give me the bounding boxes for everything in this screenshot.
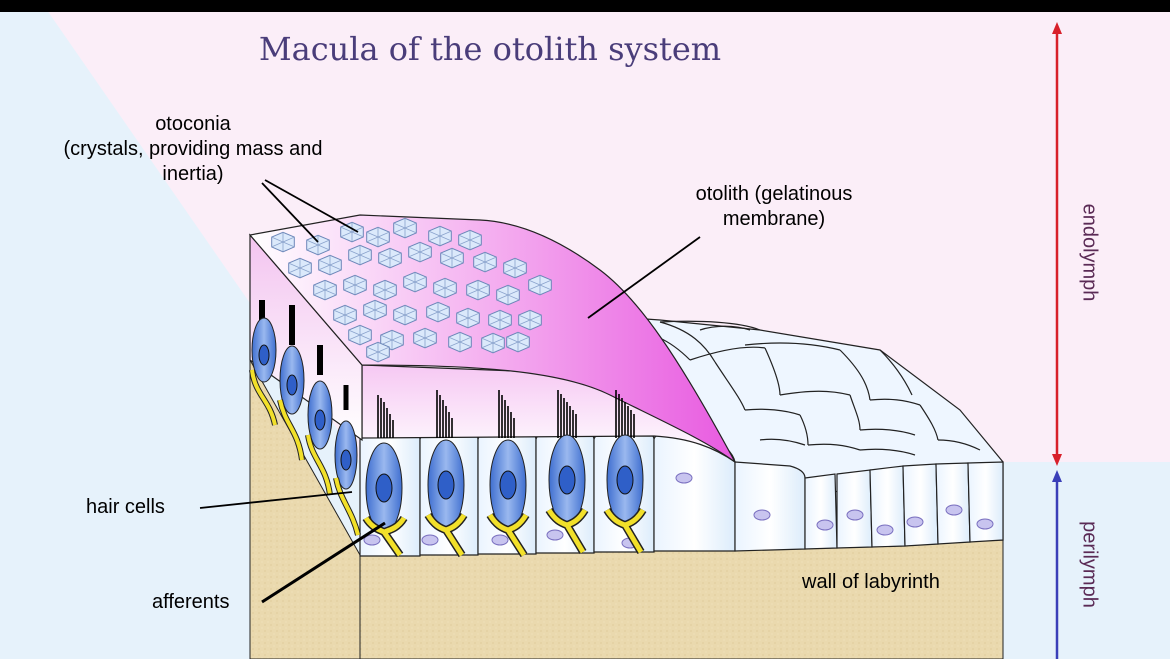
otoconia-facet [456, 312, 480, 324]
endolymph-label: endolymph [1078, 203, 1101, 302]
otoconia-label-line: (crystals, providing mass and [63, 138, 323, 160]
front-hair-cell [603, 390, 647, 555]
cell-nuclei [363, 472, 994, 549]
side-hair-cell [277, 305, 305, 461]
otoconia-facet [373, 284, 397, 296]
otoconia-facet [473, 256, 497, 268]
side-hair-cells [249, 300, 361, 536]
otoconia-facet [488, 314, 512, 326]
otoconia-facet [393, 222, 417, 234]
front-hair-cell [424, 390, 468, 558]
otoconia-facet [528, 279, 552, 291]
otoconia-facet [271, 236, 295, 248]
diagram-title: Macula of the otolith system [258, 30, 722, 68]
otoconia-facet [348, 249, 372, 261]
otoconia-facet [378, 252, 402, 264]
otoconia-facet [343, 279, 367, 291]
otoconia-facet [506, 336, 530, 348]
afferents-label: afferents [152, 591, 230, 613]
side-hair-cell [305, 345, 333, 496]
perilymph-arrow [1052, 470, 1062, 659]
otoconia-facet [318, 259, 342, 271]
front-hair-cell [545, 390, 589, 555]
otoconia-facet [413, 332, 437, 344]
top-cell-pattern [619, 320, 981, 456]
front-hair-cell [486, 390, 530, 558]
side-hair-cell [333, 385, 361, 536]
side-hair-cell [249, 300, 278, 426]
otoconia-label-line: inertia) [162, 163, 224, 185]
otoconia-facet [481, 337, 505, 349]
perilymph-label: perilymph [1078, 521, 1101, 608]
otoconia-facet [466, 284, 490, 296]
wall-of-labyrinth-label: wall of labyrinth [802, 571, 940, 593]
otolith-label: otolith (gelatinous membrane) [664, 182, 884, 232]
otoconia-facet [366, 231, 390, 243]
hair-cells-pointer [199, 491, 353, 509]
otoconia-facet [448, 336, 472, 348]
endolymph-arrow [1052, 22, 1062, 466]
otoconia-facet [380, 334, 404, 346]
otoconia-facet [313, 284, 337, 296]
otoconia-facet [403, 276, 427, 288]
otoconia-facet [496, 289, 520, 301]
otoconia-facet [428, 230, 452, 242]
otoconia-facet [333, 309, 357, 321]
otoconia-facet [348, 329, 372, 341]
wall-of-labyrinth-block [359, 539, 1004, 659]
otoconia-label-line: otoconia [155, 113, 231, 135]
leader-lines [199, 179, 701, 604]
afferents-pointer [261, 521, 386, 604]
front-hair-cell [362, 395, 408, 558]
otolith-pointer [587, 236, 701, 319]
otolith-label-line: otolith (gelatinous [695, 183, 853, 205]
otoconia-pointer-1 [261, 182, 319, 243]
otoconia-label: otoconia (crystals, providing mass and i… [20, 112, 366, 187]
hair-cells-label: hair cells [86, 496, 165, 518]
otoconia-facet [363, 304, 387, 316]
otoconia-facet [518, 314, 542, 326]
otoconia-facet [458, 234, 482, 246]
otoconia-facet [288, 262, 312, 274]
otoconia-facet [440, 252, 464, 264]
otoconia-facet [426, 306, 450, 318]
front-hair-cells [362, 390, 647, 558]
otoconia-facet [366, 346, 390, 358]
otoconia-pointer-2 [264, 179, 359, 233]
tissue-left-side [249, 358, 361, 659]
otoconia-facet [340, 226, 364, 238]
otoconia-crystals [271, 217, 552, 363]
top-bar [0, 0, 1170, 12]
otoconia-facet [393, 309, 417, 321]
otolith-label-line: membrane) [722, 208, 826, 230]
otoconia-facet [503, 262, 527, 274]
otoconia-facet [306, 239, 330, 251]
otoconia-facet [433, 282, 457, 294]
otoconia-facet [408, 246, 432, 258]
